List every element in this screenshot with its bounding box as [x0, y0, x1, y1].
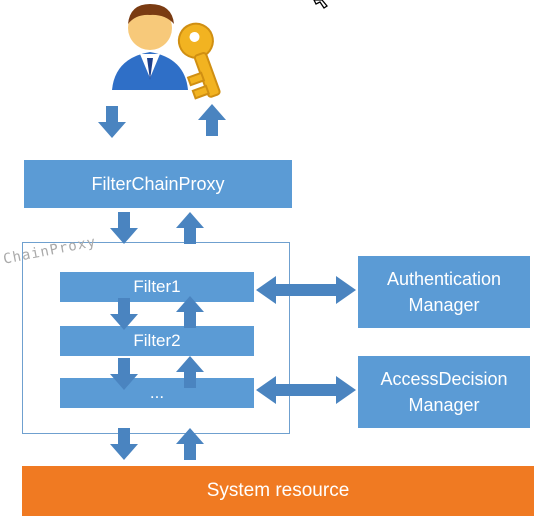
- access-decision-manager-box: AccessDecision Manager: [358, 356, 530, 428]
- arrow-up-icon: [176, 296, 204, 328]
- filter1-box: Filter1: [60, 272, 254, 302]
- double-arrow-icon: [256, 376, 356, 404]
- filter-ellipsis-box: ...: [60, 378, 254, 408]
- authentication-manager-line2: Manager: [408, 295, 480, 315]
- access-decision-manager-line2: Manager: [408, 395, 480, 415]
- filter2-box: Filter2: [60, 326, 254, 356]
- authentication-manager-box: Authentication Manager: [358, 256, 530, 328]
- double-arrow-icon: [256, 276, 356, 304]
- arrow-up-icon: [198, 104, 226, 136]
- authentication-manager-line1: Authentication: [386, 268, 502, 289]
- arrow-down-icon: [110, 298, 138, 330]
- arrow-down-icon: [110, 358, 138, 390]
- arrow-up-icon: [176, 212, 204, 244]
- system-resource-box: System resource: [22, 466, 534, 516]
- access-decision-manager-line1: AccessDecision: [380, 368, 508, 389]
- arrow-down-icon: [98, 106, 126, 138]
- arrow-down-icon: [110, 428, 138, 460]
- arrow-down-icon: [110, 212, 138, 244]
- filter-chain-container: [22, 242, 290, 434]
- arrow-up-icon: [176, 356, 204, 388]
- filter-chain-proxy-box: FilterChainProxy: [24, 160, 292, 208]
- arrow-up-icon: [176, 428, 204, 460]
